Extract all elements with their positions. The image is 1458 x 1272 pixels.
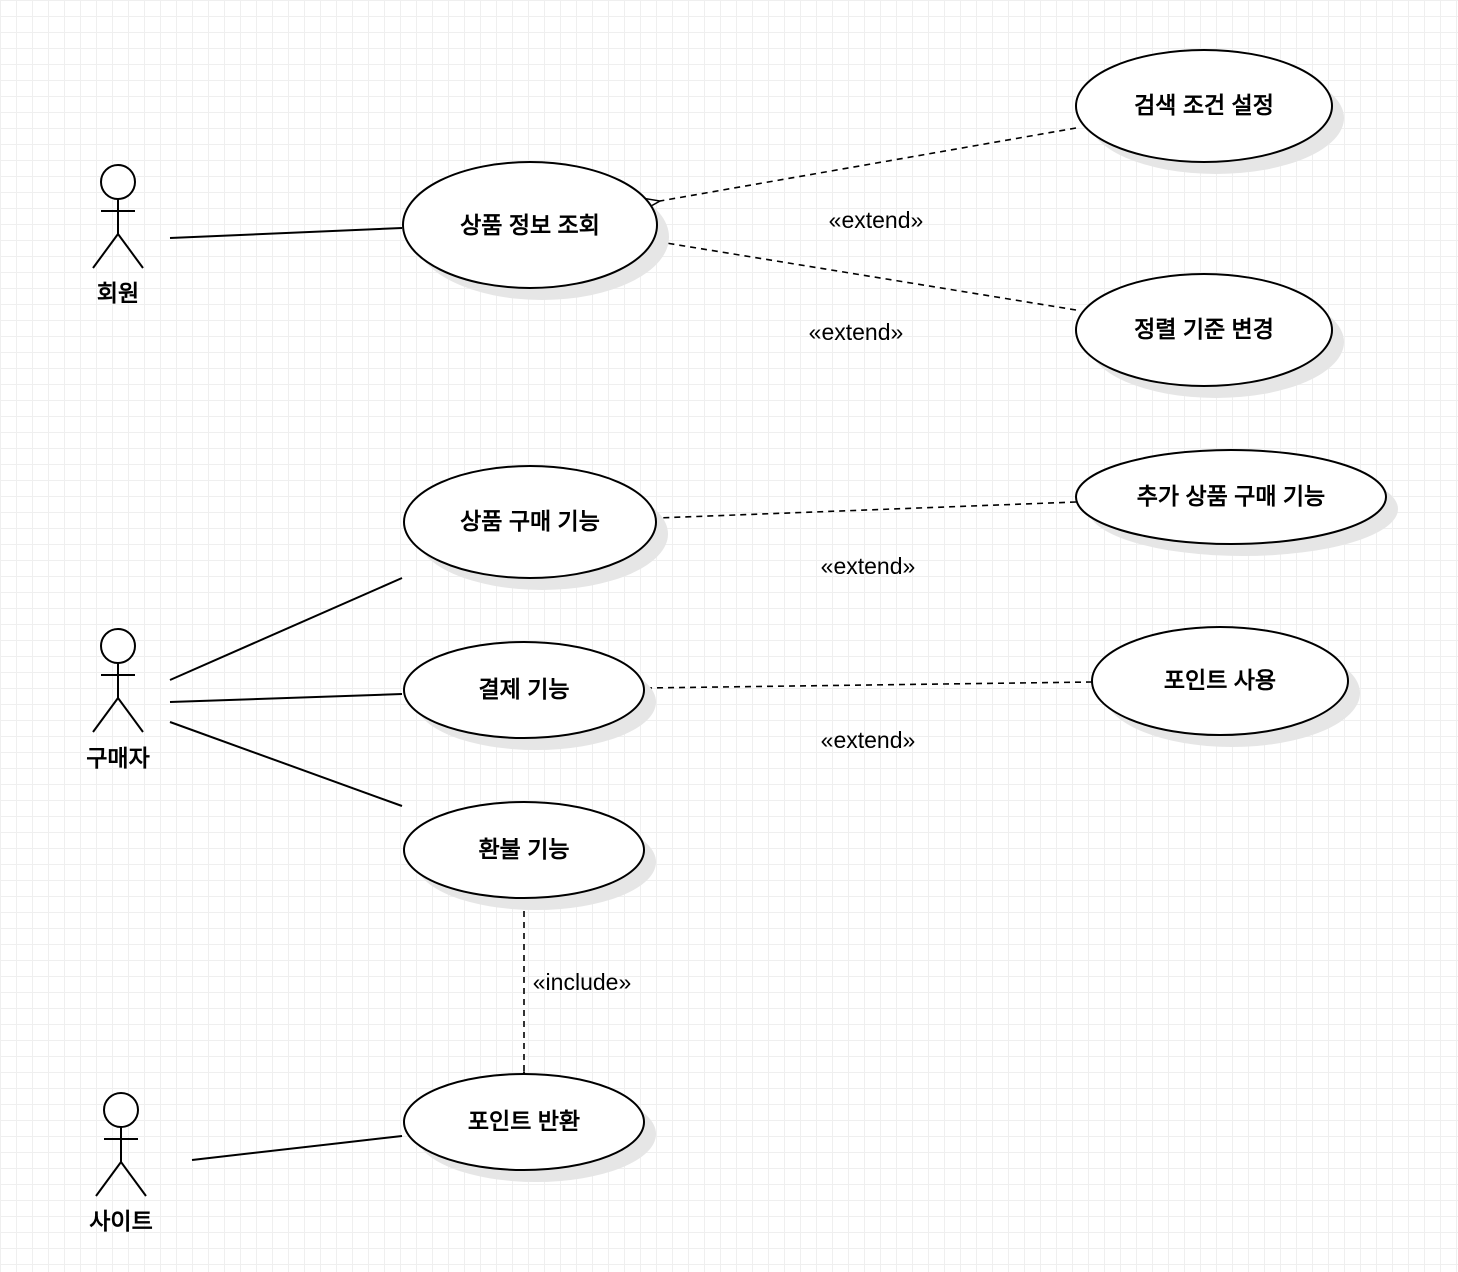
association-site-return-points[interactable]: [191, 1135, 403, 1161]
actor-site[interactable]: [95, 1092, 147, 1197]
actor-label-member: 회원: [97, 280, 139, 306]
actor-label-site: 사이트: [89, 1208, 152, 1234]
usecase-label: 추가 상품 구매 기능: [1137, 483, 1325, 509]
usecase-use-points[interactable]: 포인트 사용: [1091, 626, 1360, 747]
actor-head: [100, 628, 136, 664]
usecase-label: 상품 구매 기능: [460, 508, 600, 534]
extend-sort-criteria-arrow[interactable]: [660, 242, 1077, 311]
association-member-view-product[interactable]: [169, 227, 403, 239]
association-buyer-purchase[interactable]: [169, 577, 403, 681]
extend-use-points-arrow[interactable]: [645, 682, 1093, 688]
extend-additional-purchase-arrow[interactable]: [657, 501, 1077, 518]
extend-label-sort: «extend»: [809, 319, 904, 345]
extend-search-criteria-arrow[interactable]: [660, 127, 1077, 201]
usecase-payment[interactable]: 결제 기능: [403, 641, 656, 750]
extend-label-use-points: «extend»: [821, 727, 916, 753]
usecase-purchase-product[interactable]: 상품 구매 기능: [403, 465, 668, 590]
actor-member[interactable]: [92, 164, 144, 269]
actor-label-buyer: 구매자: [86, 745, 149, 771]
usecase-label: 환불 기능: [478, 836, 569, 862]
actor-buyer[interactable]: [92, 628, 144, 733]
extend-label-search: «extend»: [829, 207, 924, 233]
usecase-label: 검색 조건 설정: [1134, 92, 1274, 118]
usecase-label: 상품 정보 조회: [460, 212, 600, 238]
usecase-label: 결제 기능: [478, 676, 569, 702]
usecase-change-sort-criteria[interactable]: 정렬 기준 변경: [1075, 273, 1344, 398]
usecase-view-product-info[interactable]: 상품 정보 조회: [402, 161, 669, 300]
usecase-label: 포인트 반환: [468, 1108, 580, 1134]
usecase-label: 정렬 기준 변경: [1134, 316, 1274, 342]
usecase-purchase-additional-product[interactable]: 추가 상품 구매 기능: [1075, 449, 1398, 556]
usecase-label: 포인트 사용: [1164, 667, 1276, 693]
usecase-set-search-criteria[interactable]: 검색 조건 설정: [1075, 49, 1344, 174]
association-buyer-payment[interactable]: [169, 693, 403, 703]
actor-head: [100, 164, 136, 200]
extend-label-additional-purchase: «extend»: [821, 553, 916, 579]
include-label-return-points: «include»: [533, 969, 631, 995]
usecase-return-points[interactable]: 포인트 반환: [403, 1073, 656, 1182]
usecase-refund[interactable]: 환불 기능: [403, 801, 656, 910]
association-buyer-refund[interactable]: [169, 721, 403, 807]
actor-head: [103, 1092, 139, 1128]
